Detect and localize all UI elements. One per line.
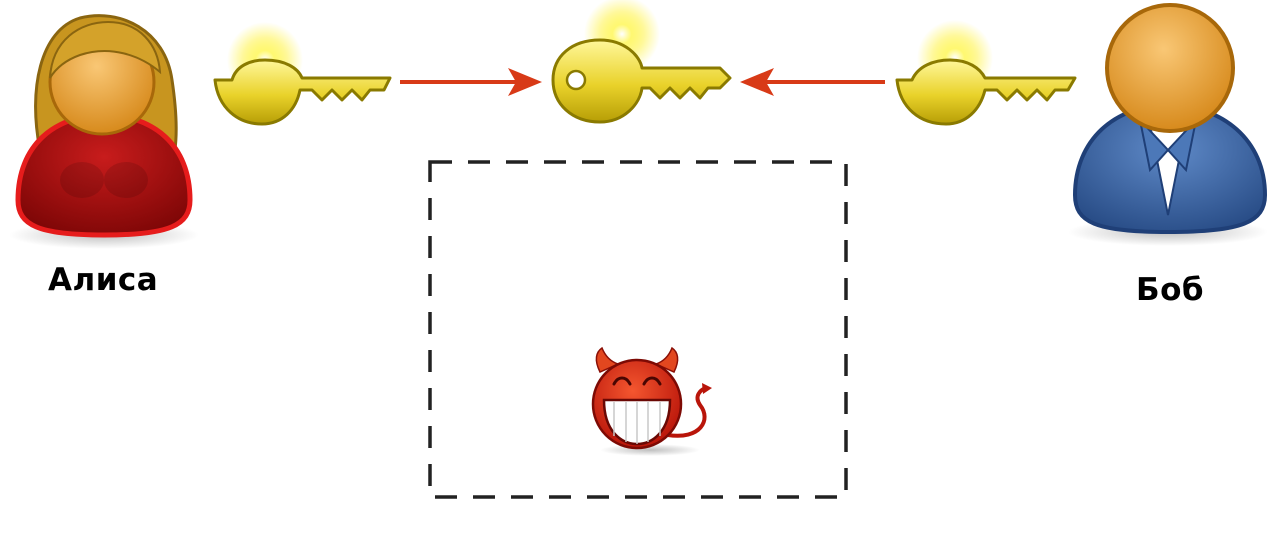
bob-avatar xyxy=(1068,3,1268,246)
bob-name-label: Боб xyxy=(1136,272,1205,308)
alice-avatar xyxy=(9,14,199,249)
arrow-alice-to-shared xyxy=(400,68,542,96)
bob-key-icon xyxy=(895,20,1077,126)
alice-key-icon xyxy=(213,22,392,126)
eavesdropper-box xyxy=(428,160,848,499)
devil-smiley-icon xyxy=(591,346,712,456)
alice-name-label: Алиса xyxy=(48,262,159,298)
shared-key-icon xyxy=(551,0,732,124)
arrow-bob-to-shared xyxy=(740,68,885,96)
